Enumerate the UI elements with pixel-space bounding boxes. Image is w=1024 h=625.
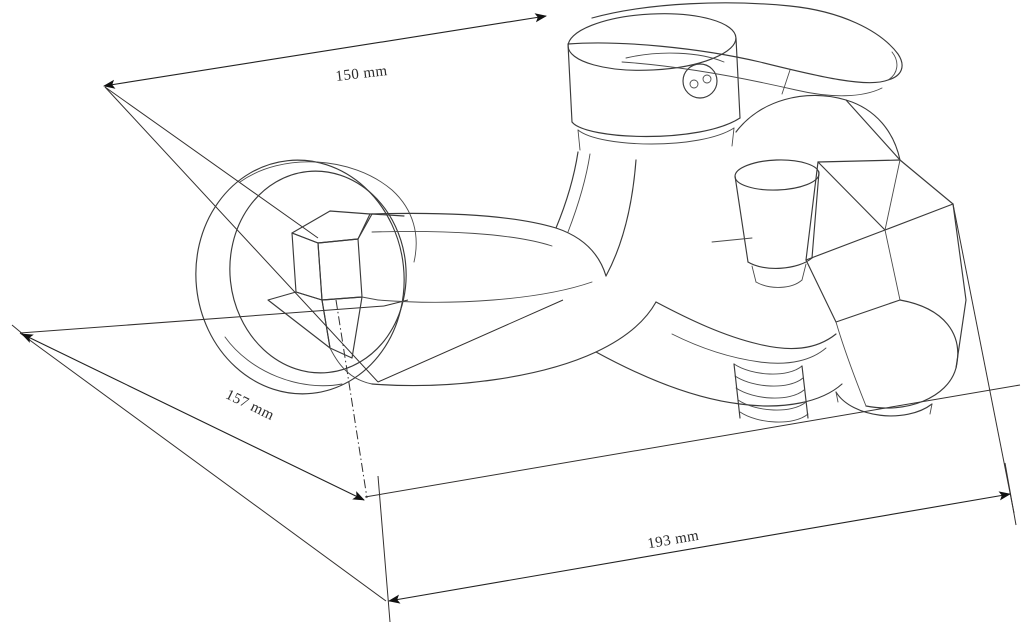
dimension-label-157: 157 mm xyxy=(223,387,277,424)
dimension-spout-reach: 150 mm xyxy=(103,13,547,89)
faucet-body-geometry xyxy=(195,2,967,423)
dimension-overall-width: 193 mm xyxy=(388,491,1011,604)
dimension-mount-depth: 157 mm xyxy=(21,333,365,501)
dimension-label-150: 150 mm xyxy=(335,63,388,85)
body-arm-part xyxy=(369,212,657,387)
lever-handle-part xyxy=(567,2,903,97)
spout-part xyxy=(595,301,843,407)
angular-body-block-part xyxy=(735,94,967,417)
valve-cartridge-part xyxy=(567,13,741,151)
diverter-knob-part xyxy=(711,159,820,288)
riser-neck-part xyxy=(555,151,637,277)
hose-outlet-part xyxy=(733,363,809,423)
center-projection-line xyxy=(335,299,368,499)
projection-lines xyxy=(11,86,1021,623)
hex-body-part xyxy=(267,210,405,385)
wall-flange-part xyxy=(195,159,417,395)
